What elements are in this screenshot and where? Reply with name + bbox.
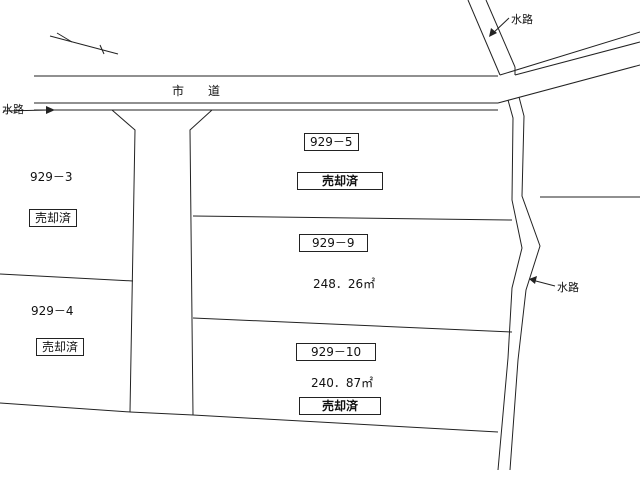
waterway-right-bank-right	[509, 96, 541, 471]
waterway-top-east-bank-mid	[514, 41, 640, 76]
lot-boundary-929-9-929-10	[192, 317, 513, 333]
waterway-right-arrow-line	[531, 279, 556, 287]
waterway-left-arrow-line	[2, 109, 51, 112]
waterway-top-east-bank-north	[499, 31, 640, 76]
lot-boundary-929-5-929-9	[192, 215, 513, 221]
waterway-right-arrow-head	[529, 276, 537, 284]
waterway-right-label: 水路	[557, 281, 579, 294]
lot-929-4-number: 929－4	[31, 304, 74, 318]
waterway-left-arrow-head	[46, 106, 55, 114]
north-arrow-line	[49, 35, 119, 55]
lot-929-5-status: 売却済	[297, 172, 384, 190]
south-boundary-east	[192, 414, 499, 433]
private-road-east-edge	[189, 109, 213, 416]
lot-929-3-number: 929－3	[30, 170, 73, 184]
south-boundary-west	[0, 402, 131, 413]
waterway-right-bank-left	[497, 99, 523, 471]
lot-929-10-area: 240．87㎡	[311, 376, 374, 390]
north-arrow-head	[56, 32, 73, 43]
waterway-left-label: 水路	[2, 103, 24, 116]
lot-929-10-status: 売却済	[299, 397, 382, 415]
waterway-top-bank-left	[467, 0, 501, 76]
waterway-top-arrow-head	[489, 28, 497, 37]
lot-929-10-number: 929－10	[296, 343, 377, 361]
lot-929-9-area: 248．26㎡	[313, 277, 376, 291]
lot-929-5-number: 929－5	[304, 133, 359, 151]
waterway-top-east-bank-south	[497, 64, 640, 104]
waterway-top-label: 水路	[511, 13, 533, 26]
lot-boundary-929-3-929-4	[0, 273, 134, 282]
lot-929-4-status: 売却済	[36, 338, 85, 356]
road-label: 市 道	[172, 84, 221, 98]
south-boundary-road	[129, 411, 194, 416]
private-road-west-edge	[111, 109, 136, 413]
north-arrow-tick	[99, 44, 105, 55]
lot-929-3-status: 売却済	[29, 209, 78, 227]
waterway-top-bank-right	[485, 0, 516, 68]
lot-929-9-number: 929－9	[299, 234, 368, 252]
